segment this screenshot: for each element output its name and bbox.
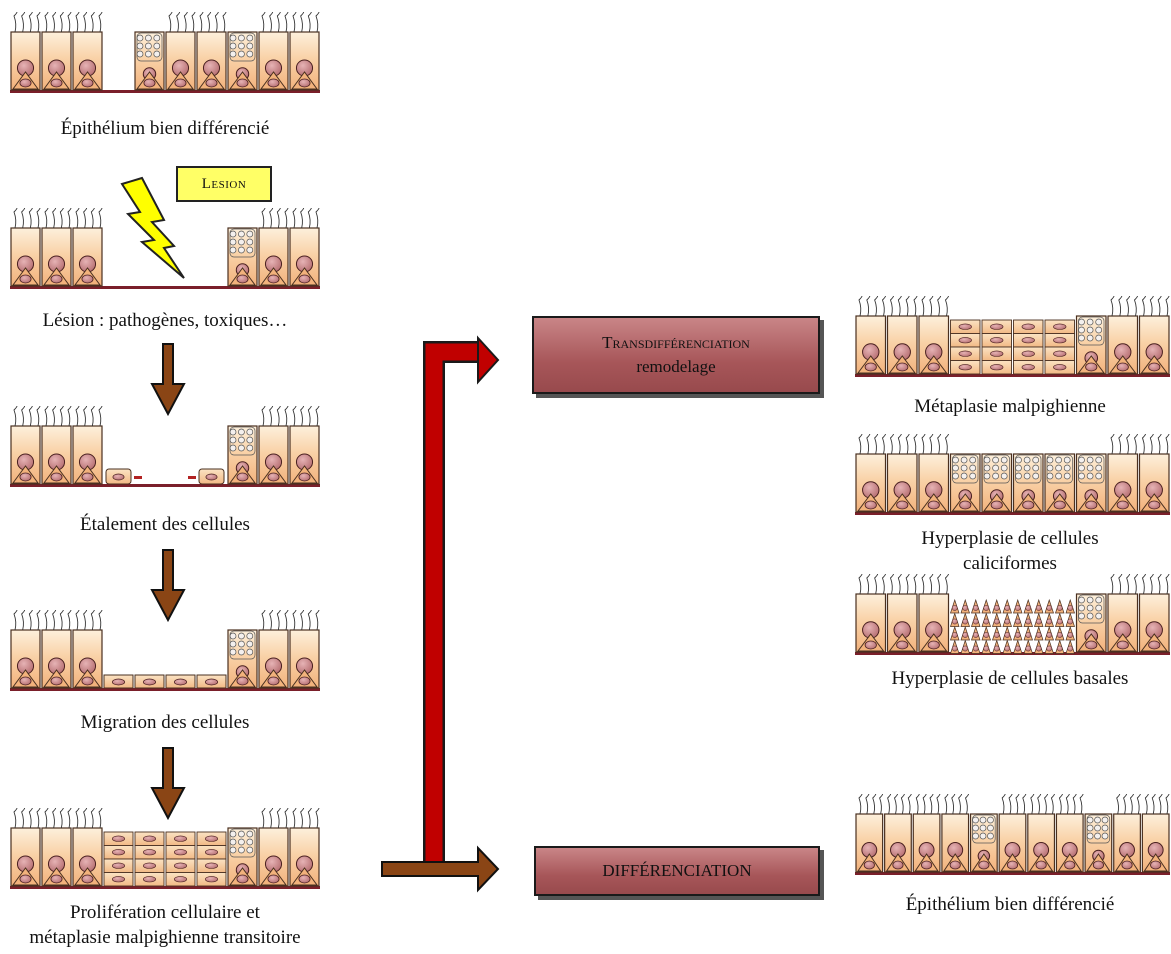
caption-well-differentiated: Épithélium bien différencié: [60, 118, 270, 139]
epithelium-spreading: [10, 405, 320, 487]
differentiation-box: DIFFÉRENCIATION: [534, 846, 820, 896]
epithelium-well-differentiated: [10, 11, 320, 93]
caption-spreading: Étalement des cellules: [80, 514, 250, 535]
caption-squamous-metaplasia: Métaplasie malpighienne: [914, 396, 1106, 417]
caption-basal-hyperplasia: Hyperplasie de cellules basales: [891, 668, 1129, 689]
down-arrow-1: [150, 343, 186, 416]
brown-right-arrow: [381, 845, 500, 893]
caption-migration: Migration des cellules: [80, 712, 250, 733]
lightning-icon: [120, 176, 185, 279]
epithelium-lesion: [10, 207, 320, 289]
lesion-label: Lesion: [176, 166, 272, 202]
epithelium-well-differentiated-final: [855, 793, 1170, 875]
caption-well-differentiated-final: Épithélium bien différencié: [905, 894, 1115, 915]
epithelium-squamous-metaplasia: [855, 295, 1170, 377]
caption-goblet-hyperplasia: Hyperplasie de cellules caliciformes: [921, 528, 1099, 574]
epithelium-basal-hyperplasia: [855, 573, 1170, 655]
epithelium-migration: [10, 609, 320, 691]
epithelium-proliferation: [10, 807, 320, 889]
down-arrow-2: [150, 549, 186, 622]
caption-proliferation: Prolifération cellulaire et métaplasie m…: [29, 902, 301, 948]
epithelium-goblet-hyperplasia: [855, 433, 1170, 515]
caption-lesion: Lésion : pathogènes, toxiques…: [42, 310, 288, 331]
down-arrow-3: [150, 747, 186, 820]
